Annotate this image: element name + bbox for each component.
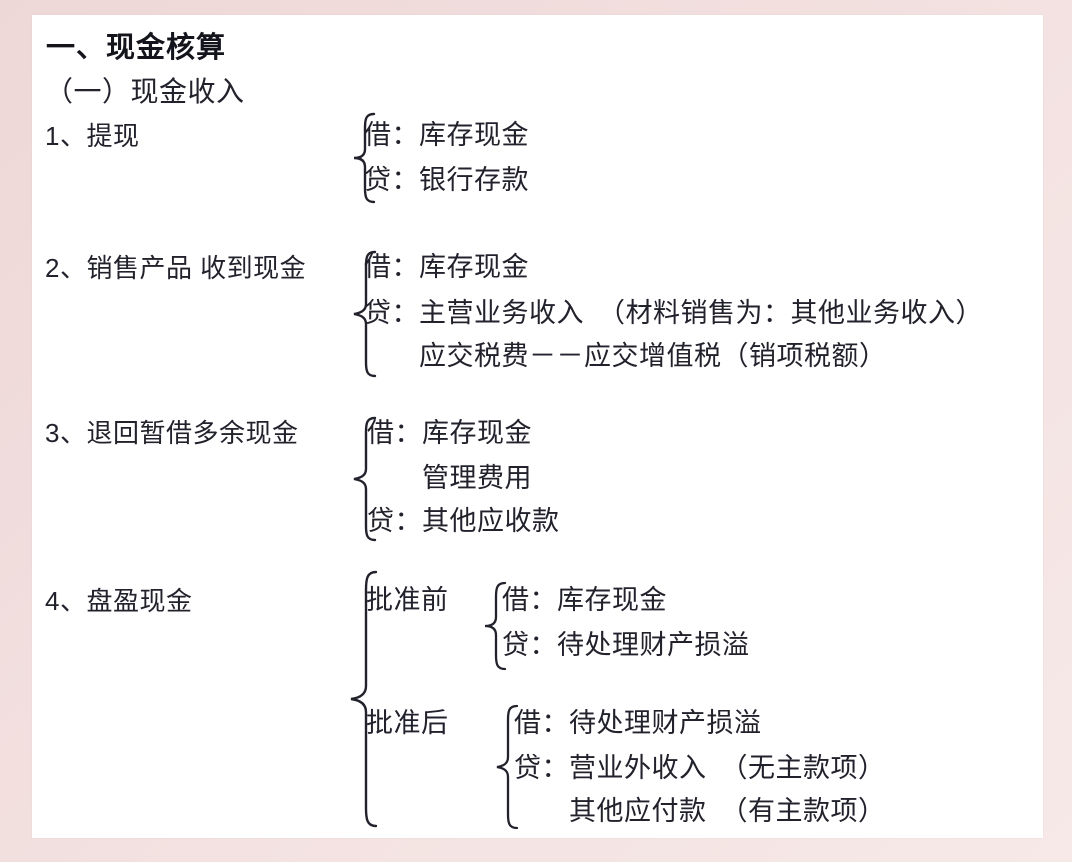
note-sheet: 一、现金核算 （一）现金收入 1、提现 借：库存现金 贷：银行存款 2、销售产品… [32,15,1043,838]
entry-1-1: 贷：银行存款 [364,165,529,195]
section-label-4: 4、盘盈现金 [45,586,193,616]
section-label-3: 3、退回暂借多余现金 [45,418,299,448]
section-label-2: 2、销售产品 收到现金 [45,253,307,283]
entry-1-0: 借：库存现金 [364,120,529,150]
section-label-1: 1、提现 [45,121,140,151]
entry-4b-2: 其他应付款 （有主款项） [514,796,886,826]
entry-3-1: 管理费用 [367,463,532,493]
entry-2-2: 应交税费－－应交增值税（销项税额） [364,341,887,371]
entry-2-1: 贷：主营业务收入 （材料销售为：其他业务收入） [364,298,983,328]
page-title: 一、现金核算 [46,32,227,64]
entry-4a-1: 贷：待处理财产损溢 [502,630,750,660]
branch-label-before: 批准前 [366,585,449,615]
entry-4a-0: 借：库存现金 [502,585,667,615]
entry-4b-1: 贷：营业外收入 （无主款项） [514,753,886,783]
entry-2-0: 借：库存现金 [364,252,529,282]
entry-3-0: 借：库存现金 [367,418,532,448]
entry-4b-0: 借：待处理财产损溢 [514,708,762,738]
branch-label-after: 批准后 [366,708,449,738]
entry-3-2: 贷：其他应收款 [367,506,560,536]
section-subtitle: （一）现金收入 [45,76,245,107]
